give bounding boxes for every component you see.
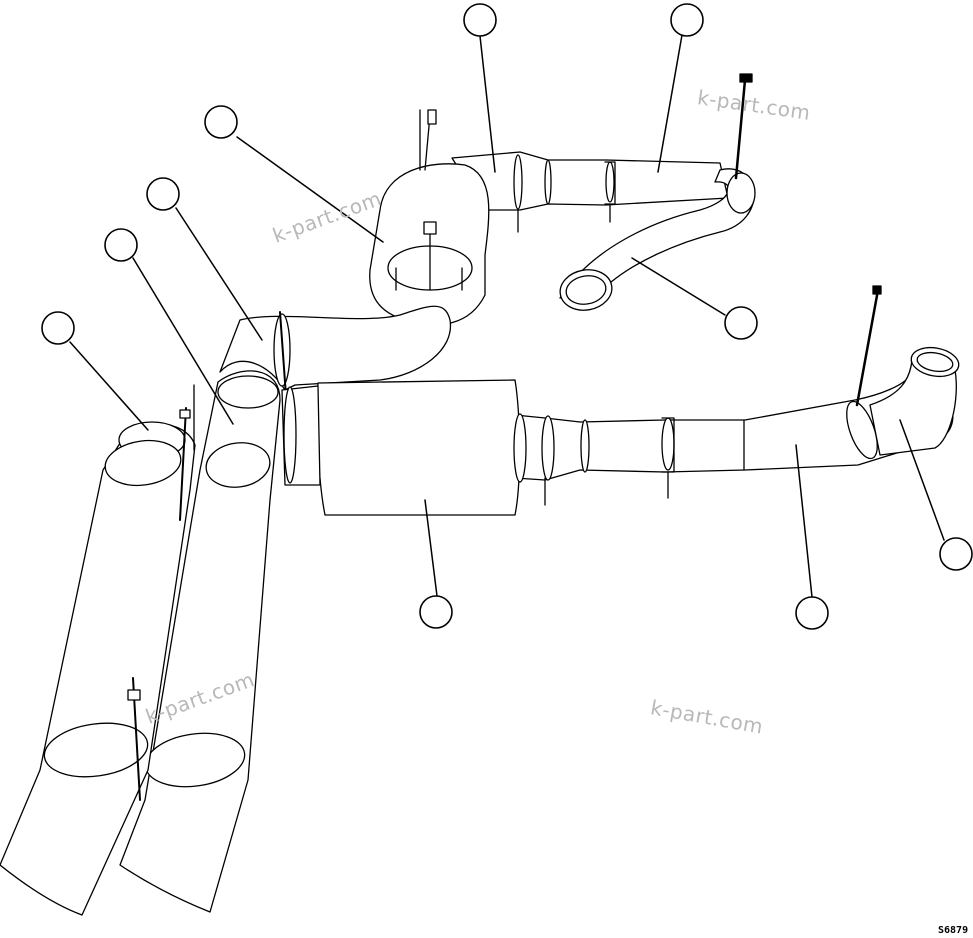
upper-muffler-body [369, 163, 490, 326]
callout-10 [939, 537, 973, 571]
upper-muffler-assembly [219, 73, 756, 481]
callout-5 [104, 228, 138, 262]
callout-4 [146, 177, 180, 211]
callout-6 [41, 311, 75, 345]
callout-7 [724, 306, 758, 340]
callout-1 [463, 3, 497, 37]
figure-code: S6879 [938, 925, 969, 936]
main-muffler-assembly [281, 285, 960, 516]
leader-lines [69, 34, 945, 598]
callout-2 [670, 3, 704, 37]
callout-9 [795, 596, 829, 630]
callout-circles [41, 3, 973, 630]
left-stack-assembly [0, 370, 281, 916]
callout-3 [204, 105, 238, 139]
callout-8 [419, 595, 453, 629]
main-muffler-body [316, 379, 521, 516]
